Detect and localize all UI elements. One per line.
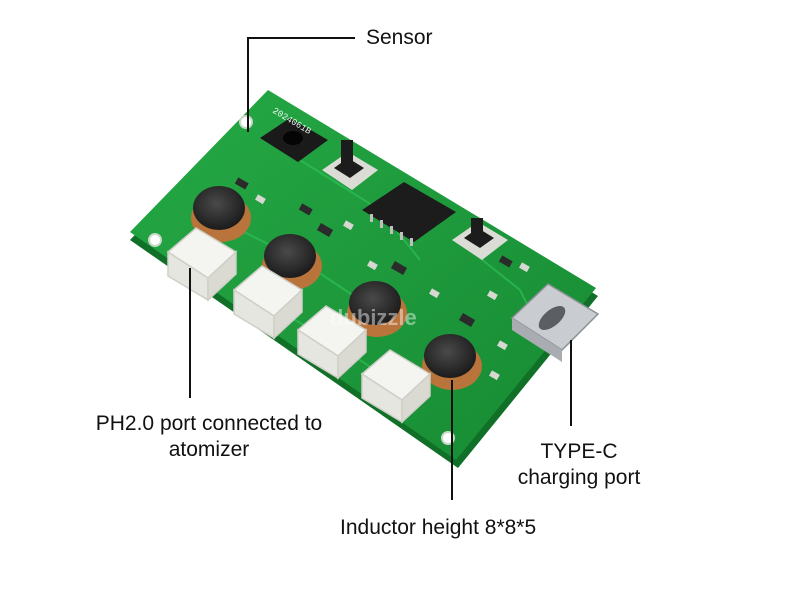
ph2-connector [166, 227, 238, 302]
ph-port-label-line1: PH2.0 port connected to [95, 412, 323, 435]
inductor [347, 281, 407, 337]
ic-chip [362, 182, 456, 246]
usb-c-port [510, 283, 600, 362]
inductor-label: Inductor height 8*8*5 [340, 516, 537, 539]
sensor-label: Sensor [366, 26, 433, 49]
inductor [191, 186, 251, 242]
tactile-button [452, 218, 508, 260]
inductor [422, 334, 482, 390]
tactile-button [322, 140, 378, 190]
ph2-connector [360, 349, 432, 424]
ph-port-label: PH2.0 port connected to atomizer [78, 411, 340, 463]
watermark: dubizzle [330, 305, 417, 330]
typec-label-line1: TYPE-C [540, 440, 618, 463]
sensor-leader [247, 37, 355, 132]
mounting-hole [239, 115, 253, 129]
callout-leaders [189, 37, 572, 500]
ph-port-label-line2: atomizer [168, 438, 250, 461]
typec-label: TYPE-C charging port [494, 439, 664, 491]
typec-label-line2: charging port [517, 466, 641, 489]
mounting-hole [148, 233, 162, 247]
ph2-connector [232, 265, 304, 340]
ir-sensor [260, 118, 328, 162]
ph2-connector [296, 305, 368, 380]
